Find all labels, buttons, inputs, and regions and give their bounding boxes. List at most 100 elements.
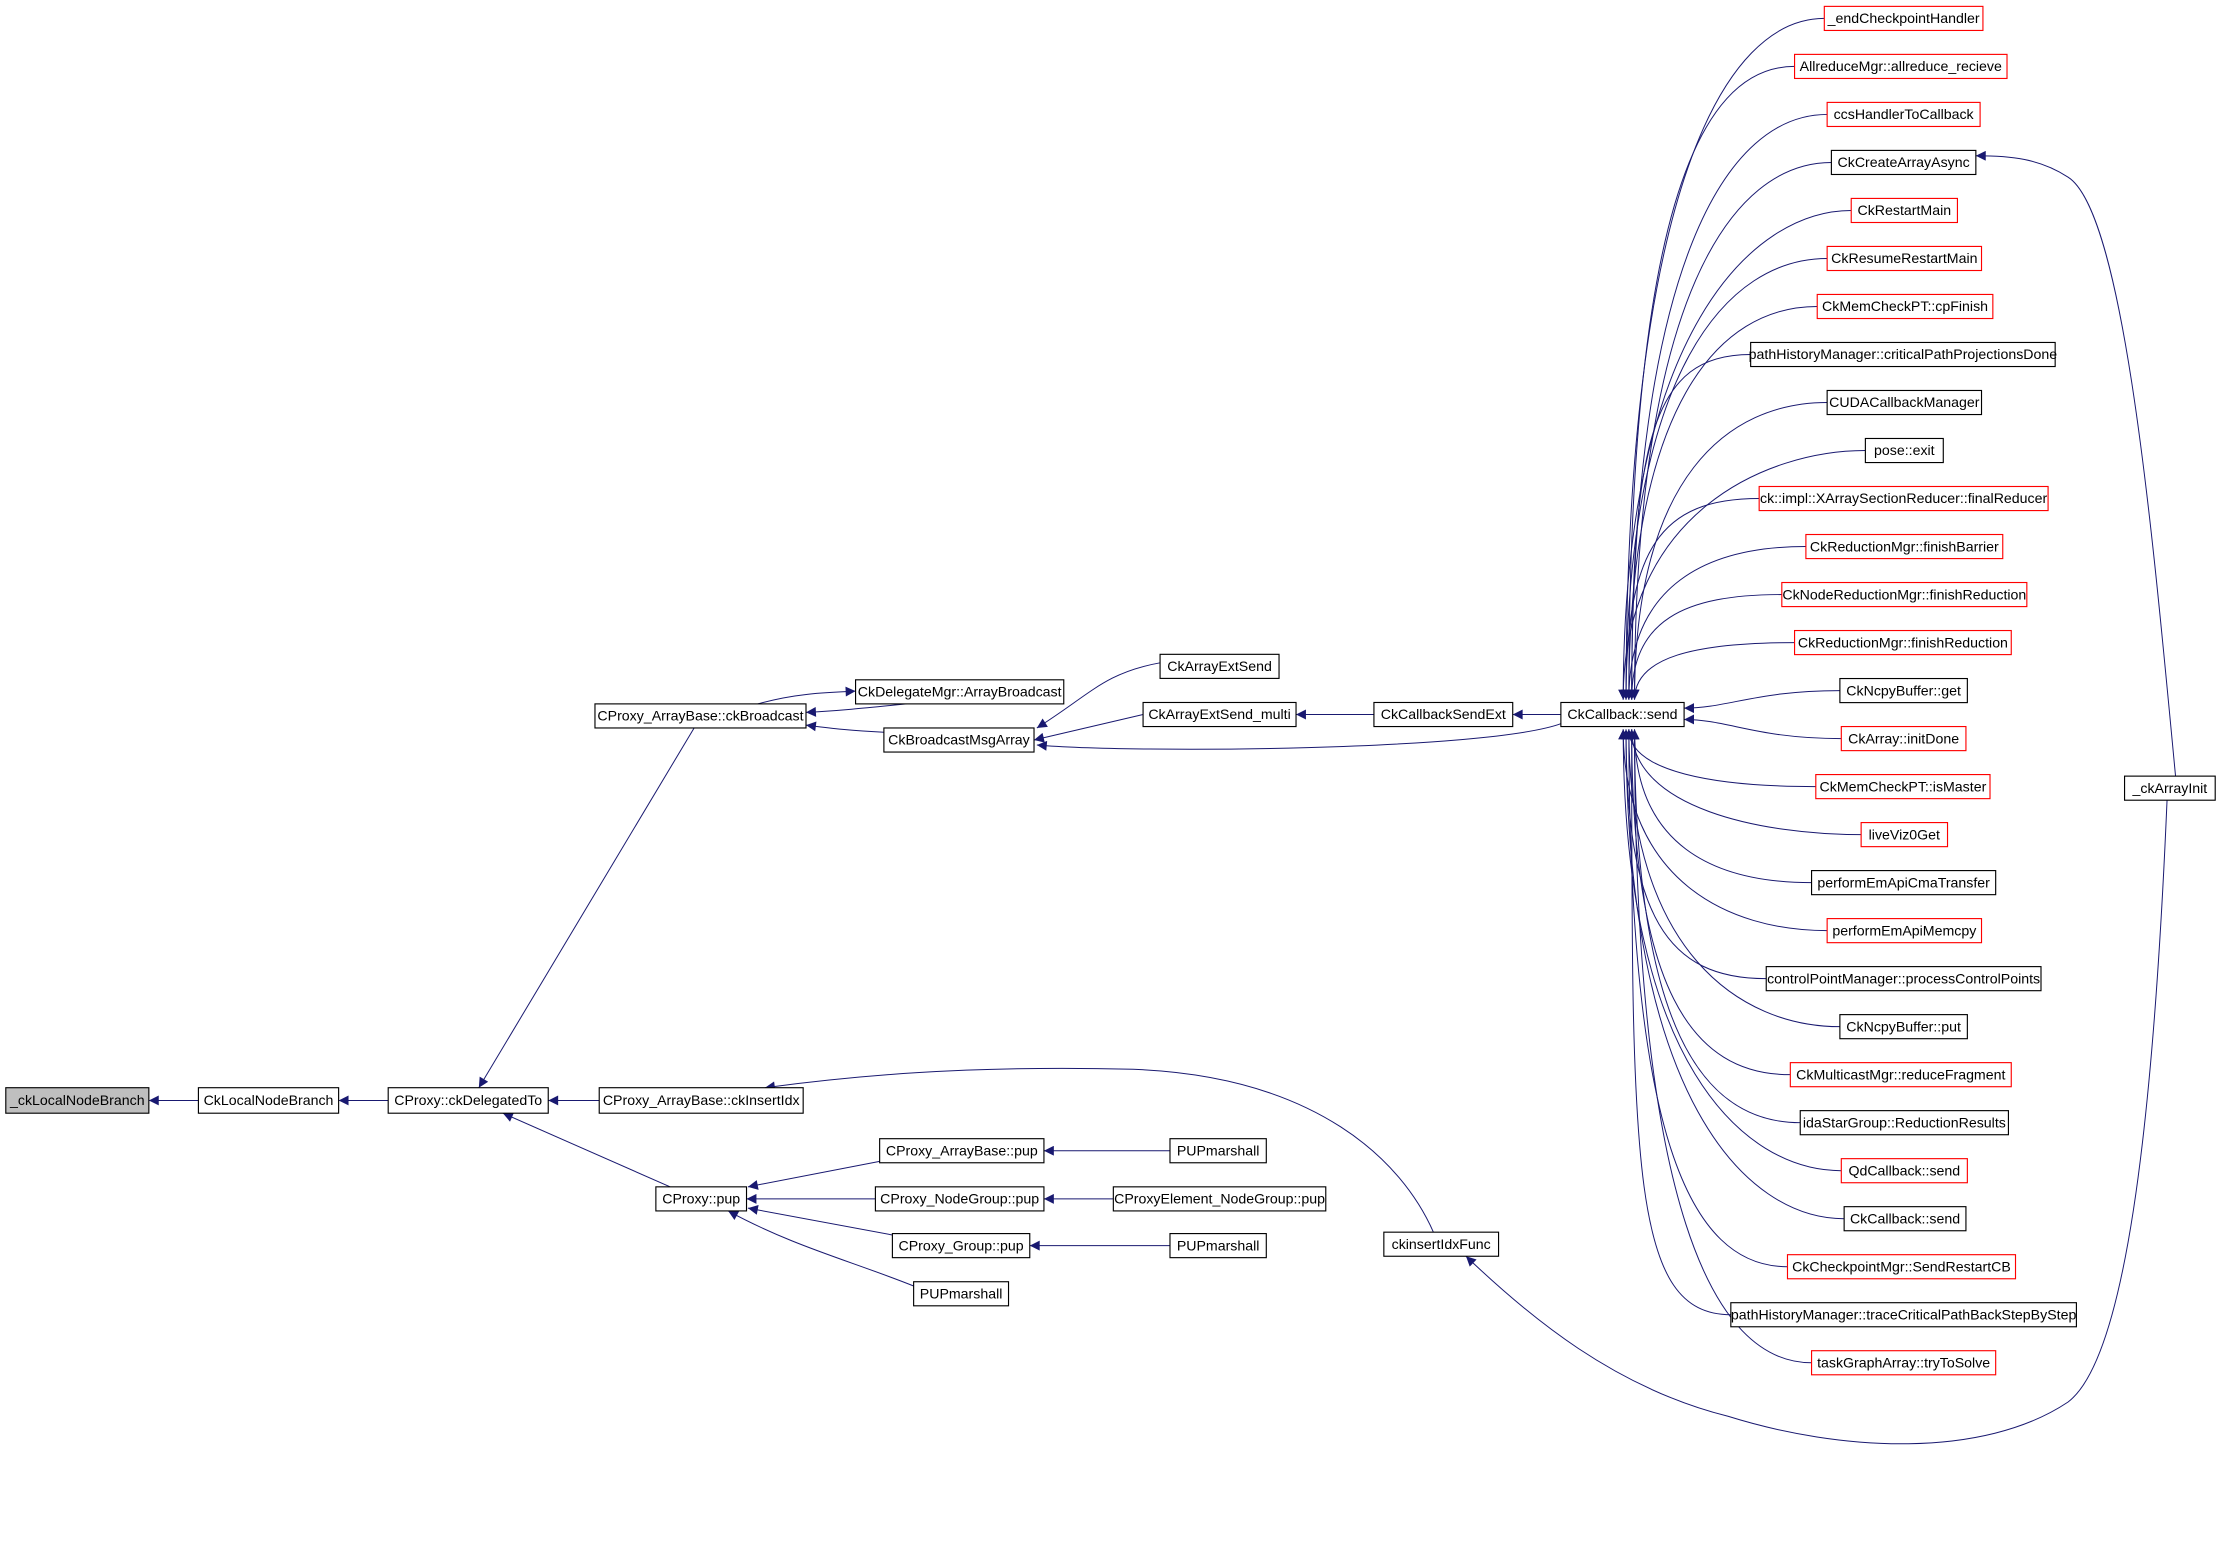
node-r7[interactable]: CkMemCheckPT::cpFinish [1816, 293, 1994, 320]
node-nodeGroupPup[interactable]: CProxy_NodeGroup::pup [874, 1186, 1045, 1212]
node-r6[interactable]: CkResumeRestartMain [1826, 245, 1983, 272]
node-label: performEmApiMemcpy [1832, 923, 1977, 939]
node-ckInsertIdx[interactable]: CProxy_ArrayBase::ckInsertIdx [598, 1087, 804, 1114]
node-callbackSendExt[interactable]: CkCallbackSendExt [1373, 701, 1514, 728]
node-r1[interactable]: _endCheckpointHandler [1823, 5, 1984, 32]
node-arrayBroadcast[interactable]: CkDelegateMgr::ArrayBroadcast [855, 679, 1065, 705]
node-r10[interactable]: pose::exit [1864, 437, 1944, 464]
edge-r14-to-callbackSend [1629, 642, 1795, 700]
node-box [197, 1087, 340, 1114]
node-r12[interactable]: CkReductionMgr::finishBarrier [1805, 533, 2004, 560]
node-label: taskGraphArray::tryToSolve [1817, 1355, 1990, 1371]
node-elemNodeGroupPup[interactable]: CProxyElement_NodeGroup::pup [1112, 1186, 1327, 1212]
node-r17[interactable]: CkMemCheckPT::isMaster [1815, 774, 1991, 800]
node-label: CkNcpyBuffer::get [1846, 683, 1961, 699]
node-box [1112, 1186, 1327, 1212]
node-box [598, 1087, 804, 1114]
node-r2[interactable]: AllreduceMgr::allreduce_recieve [1793, 53, 2008, 80]
node-box [891, 1233, 1031, 1259]
node-ckArrayInit[interactable]: _ckArrayInit [2123, 775, 2216, 801]
node-label: CkResumeRestartMain [1831, 251, 1977, 267]
node-box [913, 1281, 1010, 1307]
node-r19[interactable]: performEmApiCmaTransfer [1810, 870, 1997, 896]
node-r8[interactable]: pathHistoryManager::criticalPathProjecti… [1749, 341, 2058, 368]
node-pupMarshall1[interactable]: PUPmarshall [1169, 1138, 1267, 1164]
node-label: CkMulticastMgr::reduceFragment [1796, 1067, 2005, 1083]
node-label: pathHistoryManager::criticalPathProjecti… [1749, 347, 2058, 363]
node-box [1765, 966, 2042, 992]
node-ckinsertIdxFunc[interactable]: ckinsertIdxFunc [1383, 1231, 1500, 1257]
node-r4[interactable]: CkCreateArrayAsync [1830, 149, 1977, 176]
node-r27[interactable]: CkCheckpointMgr::SendRestartCB [1786, 1254, 2017, 1280]
node-r18[interactable]: liveViz0Get [1860, 822, 1949, 848]
node-label: AllreduceMgr::allreduce_recieve [1800, 59, 2002, 75]
node-r20[interactable]: performEmApiMemcpy [1826, 918, 1983, 944]
node-box [1169, 1138, 1267, 1164]
edge-r1-to-callbackSend [1621, 17, 1825, 700]
edges [148, 17, 2177, 1445]
node-box [1758, 485, 2049, 512]
node-groupPup[interactable]: CProxy_Group::pup [891, 1233, 1031, 1259]
node-arrayExtSend[interactable]: CkArrayExtSend [1159, 653, 1280, 679]
node-label: PUPmarshall [1177, 1238, 1260, 1254]
node-r11[interactable]: ck::impl::XArraySectionReducer::finalRed… [1758, 485, 2049, 512]
node-label: CkRestartMain [1858, 203, 1952, 219]
node-box [1793, 53, 2008, 80]
edge-r20-to-callbackSend [1618, 729, 1828, 932]
edge-r15-to-callbackSend [1684, 690, 1840, 714]
node-r25[interactable]: QdCallback::send [1840, 1158, 1968, 1184]
node-label: CProxy::ckDelegatedTo [394, 1093, 542, 1109]
edge-r4-to-callbackSend [1629, 161, 1832, 700]
node-pupMarshall2[interactable]: PUPmarshall [1169, 1233, 1267, 1259]
node-box [1826, 389, 1983, 416]
node-label: controlPointManager::processControlPoint… [1767, 971, 2040, 987]
node-proxyPup[interactable]: CProxy::pup [655, 1186, 748, 1212]
node-root[interactable]: _ckLocalNodeBranch [5, 1087, 150, 1114]
edge-arrayExtSend-to-broadcastMsgArray [1036, 662, 1161, 729]
node-r23[interactable]: CkMulticastMgr::reduceFragment [1789, 1062, 2012, 1088]
edge-r13-to-callbackSend [1626, 594, 1782, 700]
node-r13[interactable]: CkNodeReductionMgr::finishReduction [1781, 581, 2028, 608]
node-box [1560, 701, 1685, 728]
node-label: CkNcpyBuffer::put [1846, 1019, 1961, 1035]
node-label: CkMemCheckPT::isMaster [1820, 779, 1987, 795]
node-callbackSend[interactable]: CkCallback::send [1560, 701, 1685, 728]
node-box [2123, 775, 2216, 801]
node-r5[interactable]: CkRestartMain [1850, 197, 1959, 224]
edge-r24-to-callbackSend [1629, 729, 1801, 1124]
node-r26[interactable]: CkCallback::send [1843, 1206, 1967, 1232]
node-ckLocalNodeBranch[interactable]: CkLocalNodeBranch [197, 1087, 340, 1114]
node-ckDelegatedTo[interactable]: CProxy::ckDelegatedTo [387, 1087, 549, 1114]
node-r22[interactable]: CkNcpyBuffer::put [1839, 1014, 1968, 1040]
node-r21[interactable]: controlPointManager::processControlPoint… [1765, 966, 2042, 992]
node-label: ck::impl::XArraySectionReducer::finalRed… [1760, 491, 2047, 507]
node-r15[interactable]: CkNcpyBuffer::get [1839, 677, 1968, 704]
node-r24[interactable]: idaStarGroup::ReductionResults [1799, 1110, 2009, 1136]
edge-r16-to-callbackSend [1684, 714, 1842, 740]
node-box [1843, 1206, 1967, 1232]
node-r9[interactable]: CUDACallbackManager [1826, 389, 1983, 416]
node-arrayExtSendMulti[interactable]: CkArrayExtSend_multi [1142, 701, 1297, 728]
node-box [883, 727, 1035, 753]
edge-r2-to-callbackSend [1623, 65, 1795, 700]
node-pupMarshall3[interactable]: PUPmarshall [913, 1281, 1010, 1307]
node-label: CkCallback::send [1567, 707, 1677, 723]
node-box [1864, 437, 1944, 464]
node-label: CUDACallbackManager [1829, 395, 1980, 411]
node-broadcastMsgArray[interactable]: CkBroadcastMsgArray [883, 727, 1035, 753]
node-r3[interactable]: ccsHandlerToCallback [1826, 101, 1981, 128]
node-box [5, 1087, 150, 1114]
node-arrayBasePup[interactable]: CProxy_ArrayBase::pup [879, 1138, 1045, 1164]
node-r29[interactable]: taskGraphArray::tryToSolve [1810, 1350, 1997, 1376]
node-box [1840, 725, 1967, 752]
node-box [1805, 533, 2004, 560]
node-r16[interactable]: CkArray::initDone [1840, 725, 1967, 752]
node-label: CkMemCheckPT::cpFinish [1822, 299, 1988, 315]
node-r14[interactable]: CkReductionMgr::finishReduction [1793, 629, 2012, 656]
node-r28[interactable]: pathHistoryManager::traceCriticalPathBac… [1730, 1302, 2077, 1328]
node-ckBroadcast[interactable]: CProxy_ArrayBase::ckBroadcast [594, 703, 807, 729]
node-label: QdCallback::send [1848, 1163, 1960, 1179]
edge-arrayExtSendMulti-to-broadcastMsgArray [1033, 714, 1144, 743]
node-label: ccsHandlerToCallback [1834, 107, 1975, 123]
